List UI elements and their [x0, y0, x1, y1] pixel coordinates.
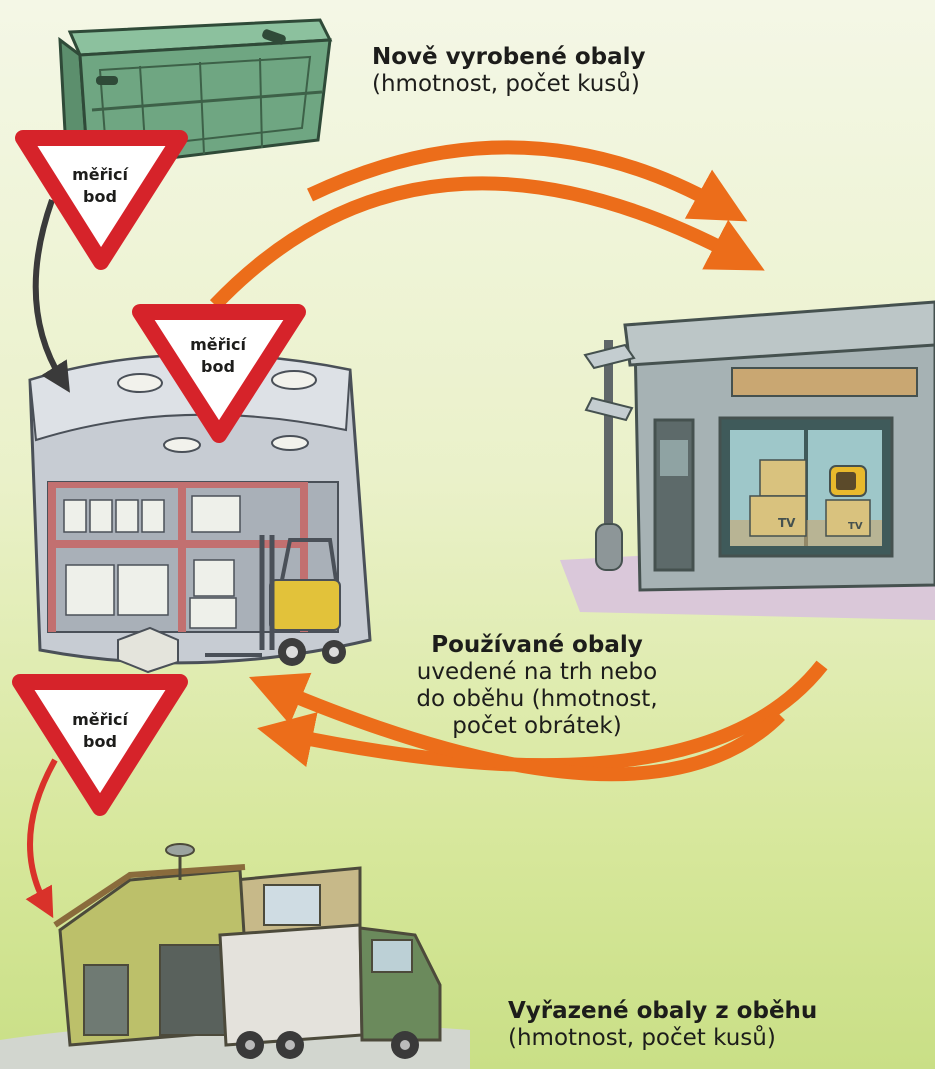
- shop-illustration: TV TV: [560, 300, 935, 620]
- warehouse-illustration: [28, 353, 372, 674]
- used-packaging-label: Používané obaly uvedené na trh nebo do o…: [372, 632, 702, 740]
- tv-label-box-small: TV: [848, 521, 863, 532]
- retired-packaging-label: Vyřazené obaly z oběhu (hmotnost, počet …: [508, 998, 817, 1052]
- arrow-warehouse-to-shop-outer: [209, 176, 765, 310]
- retired-packaging-title: Vyřazené obaly z oběhu: [508, 998, 818, 1024]
- measuring-point-line-2: bod: [201, 357, 235, 376]
- arrow-shop-to-warehouse-outer: [257, 660, 828, 773]
- arrow-crate-to-warehouse: [32, 199, 70, 393]
- measuring-point-line-1: měřicí: [72, 710, 129, 729]
- retired-packaging-detail: (hmotnost, počet kusů): [508, 1025, 776, 1051]
- measuring-point-line-1: měřicí: [190, 335, 247, 354]
- measuring-point-line-2: bod: [83, 187, 117, 206]
- used-packaging-title: Používané obaly: [431, 632, 643, 658]
- facility-illustration: [0, 843, 470, 1069]
- new-packaging-title: Nově vyrobené obaly: [372, 44, 646, 70]
- used-packaging-detail: uvedené na trh nebo do oběhu (hmotnost, …: [416, 659, 658, 739]
- measuring-point-sign-2: měřicí bod: [132, 304, 306, 443]
- arrow-warehouse-to-facility: [25, 758, 58, 919]
- arrow-shop-to-warehouse-inner: [249, 672, 785, 782]
- new-packaging-detail: (hmotnost, počet kusů): [372, 71, 640, 97]
- tv-label-box: TV: [778, 516, 796, 530]
- measuring-point-line-2: bod: [83, 732, 117, 751]
- measuring-point-sign-3: měřicí bod: [12, 674, 188, 816]
- flow-arrows: [25, 140, 828, 919]
- measuring-point-sign-1: měřicí bod: [15, 130, 188, 270]
- arrow-warehouse-to-shop-inner: [306, 140, 748, 222]
- new-packaging-label: Nově vyrobené obaly (hmotnost, počet kus…: [372, 44, 645, 98]
- measuring-point-line-1: měřicí: [72, 165, 129, 184]
